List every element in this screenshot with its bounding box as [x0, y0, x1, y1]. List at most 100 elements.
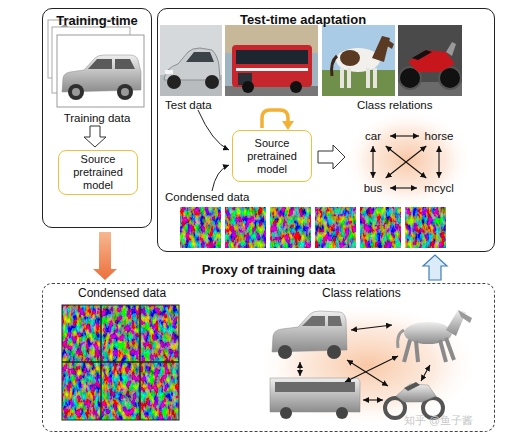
relation-arrow — [386, 146, 427, 178]
horse-model — [416, 341, 418, 362]
suv-model — [328, 316, 342, 326]
motorcycle-photo — [398, 25, 462, 96]
class-node: horse — [421, 128, 457, 144]
horse-photo — [382, 36, 394, 49]
relation-arrow — [390, 135, 419, 136]
condensed-thumbnails — [225, 207, 266, 248]
flow-arrow — [93, 232, 117, 280]
condensed-grid — [62, 305, 179, 420]
motorcycle-model — [385, 382, 443, 418]
bus-photo — [225, 86, 318, 96]
bus-model — [280, 407, 292, 419]
horse-model — [398, 330, 404, 348]
relation-arrow — [390, 187, 417, 188]
relation-arrow — [372, 146, 373, 178]
horse-photo — [373, 68, 377, 88]
car-photo — [205, 75, 219, 89]
motorcycle-photo — [398, 25, 462, 96]
process-box: Source pretrained model — [232, 130, 312, 182]
training-images — [57, 35, 144, 107]
horse-photo — [322, 25, 395, 96]
relation-arrow — [386, 146, 427, 178]
car-photo — [167, 75, 181, 89]
horse-model — [446, 338, 454, 360]
car-photo — [186, 52, 214, 62]
suv-model — [278, 345, 292, 359]
horse-photo — [332, 56, 337, 76]
relation-arrow — [438, 146, 439, 178]
suv-model — [302, 316, 325, 326]
caption-label: Condensed data — [78, 287, 166, 300]
class-label: mcycl — [424, 182, 453, 194]
flow-arrow — [423, 255, 447, 280]
motorcycle-photo — [412, 50, 432, 60]
bus-photo — [242, 81, 254, 93]
horse-photo — [340, 50, 360, 66]
car-photo — [165, 70, 173, 74]
condensed-thumbnails — [180, 207, 221, 248]
relation-glow — [344, 110, 472, 210]
car-photo — [160, 25, 222, 96]
input-arrows — [212, 165, 229, 191]
bus-model — [270, 378, 360, 412]
caption-label: Condensed data — [165, 191, 249, 204]
suv-model — [327, 345, 341, 359]
relation-glow — [256, 303, 480, 427]
watermark: 知乎 @鱼子酱 — [404, 414, 473, 427]
bus-photo — [236, 50, 308, 64]
condensed-thumbnails — [360, 207, 401, 248]
update-loop-arrow — [282, 121, 294, 130]
class-label: horse — [425, 130, 454, 142]
relation-arrows — [421, 365, 430, 381]
training-images — [48, 20, 144, 107]
bus-photo — [232, 45, 312, 87]
training-images — [121, 88, 129, 96]
horse-model — [440, 340, 446, 362]
output-arrow — [318, 145, 345, 169]
horse-photo — [340, 68, 344, 88]
panel-title: Training-time — [43, 13, 151, 28]
condensed-thumbnails — [180, 207, 446, 248]
caption-label: Test data — [165, 99, 212, 112]
horse-model — [398, 310, 472, 362]
box-label: Source pretrained model — [236, 137, 308, 176]
relation-glow — [256, 303, 480, 427]
condensed-grid — [62, 361, 179, 363]
class-label: bus — [364, 182, 383, 194]
training-images — [115, 59, 135, 69]
condensed-thumbnails — [270, 207, 311, 248]
bus-photo — [290, 81, 302, 93]
bus-model — [275, 382, 355, 392]
caption-label: Class relations — [322, 287, 401, 300]
motorcycle-model — [404, 382, 420, 391]
caption-label: Class relations — [357, 99, 432, 112]
condensed-grid — [62, 305, 179, 420]
relation-arrows — [351, 325, 392, 330]
condensed-thumbnails — [315, 207, 356, 248]
update-loop-arrow — [262, 110, 294, 130]
process-box: Source pretrained model — [58, 150, 138, 195]
motorcycle-photo — [446, 42, 456, 56]
horse-model — [404, 340, 410, 362]
bus-photo — [225, 25, 318, 96]
horse-model — [458, 310, 472, 323]
horse-photo — [322, 25, 395, 96]
class-node: car — [358, 128, 388, 144]
car-photo — [160, 25, 222, 96]
training-images — [68, 84, 84, 100]
bus-model — [270, 378, 360, 419]
class-node: bus — [358, 180, 388, 196]
update-loop-arrow — [262, 110, 288, 128]
bus-photo — [236, 68, 308, 71]
relation-arrows — [299, 362, 300, 376]
motorcycle-model — [385, 398, 405, 418]
class-label: car — [365, 130, 381, 142]
relation-glow — [344, 110, 472, 210]
panel-box: Test-time adaptationSource pretrained mo… — [157, 8, 495, 252]
relation-arrows — [363, 399, 383, 400]
training-images — [72, 88, 80, 96]
condensed-thumbnails — [405, 207, 446, 248]
bus-photo — [225, 25, 318, 96]
condensed-grid — [62, 305, 179, 420]
